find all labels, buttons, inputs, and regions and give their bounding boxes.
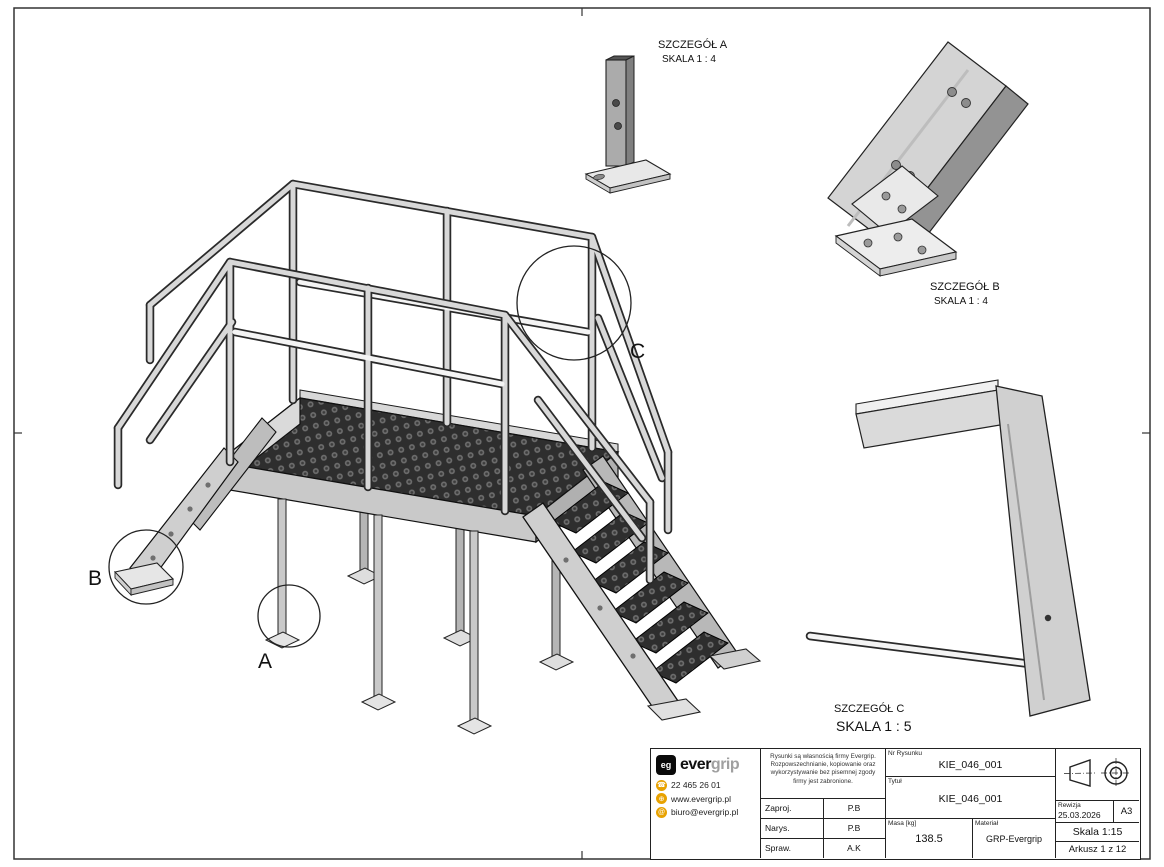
- material-cell: Materiał GRP-Evergrip: [973, 819, 1056, 858]
- spraw-label: Spraw.: [765, 843, 791, 853]
- arkusz-value: Arkusz 1 z 12: [1068, 844, 1127, 855]
- sheet-border: [13, 7, 1151, 860]
- rewizja-label: Rewizja: [1058, 802, 1081, 809]
- callout-circles: B A C: [88, 245, 645, 673]
- phone-icon: ☎: [656, 779, 667, 791]
- callout-circle-a: [257, 584, 321, 648]
- detail-c-scale: SKALA 1 : 5: [836, 718, 912, 734]
- narys-value: P.B: [847, 823, 861, 833]
- narys-label: Narys.: [765, 823, 790, 833]
- title-cell: Tytuł KIE_046_001: [886, 777, 1056, 819]
- projection-symbol-icon: [1063, 758, 1131, 788]
- tytul-label: Tytuł: [888, 778, 902, 785]
- masa-value: 138.5: [915, 833, 943, 845]
- email-icon: @: [656, 806, 667, 818]
- contact-email[interactable]: @ biuro@evergrip.pl: [651, 804, 760, 818]
- evergrip-logo-icon: eg: [656, 755, 676, 775]
- scale-cell: Skala 1:15: [1056, 823, 1139, 842]
- detail-c-title: SZCZEGÓŁ C: [834, 702, 904, 715]
- detail-a-title: SZCZEGÓŁ A: [658, 38, 728, 51]
- logo-text-grip: grip: [710, 756, 740, 773]
- callout-label-c: C: [630, 340, 645, 363]
- material-value: GRP-Evergrip: [985, 834, 1042, 844]
- globe-icon: ⊕: [656, 793, 667, 804]
- rewizja-value: 25.03.2026: [1058, 810, 1101, 820]
- revision-cell: Rewizja 25.03.2026 A3: [1056, 801, 1139, 823]
- projection-symbol-cell: [1056, 749, 1139, 801]
- drawing-number-cell: Nr Rysunku KIE_046_001: [886, 749, 1056, 777]
- phone-number: 22 465 26 01: [671, 780, 721, 790]
- zaproj-value: P.B: [847, 803, 861, 813]
- sheet-cell: Arkusz 1 z 12: [1056, 842, 1139, 858]
- callout-label-a: A: [258, 650, 272, 673]
- copyright-text: Rysunki są własnością firmy Evergrip. Ro…: [770, 753, 876, 785]
- logo-text-ever: ever: [680, 756, 711, 773]
- masa-label: Masa [kg]: [888, 820, 917, 827]
- format-value: A3: [1113, 801, 1139, 822]
- detail-b-scale: SKALA 1 : 4: [934, 296, 988, 307]
- detail-b-view: SZCZEGÓŁ B SKALA 1 : 4: [827, 41, 1029, 307]
- main-isometric-view: B A C: [88, 179, 762, 735]
- copyright-cell: Rysunki są własnością firmy Evergrip. Ro…: [761, 749, 886, 799]
- detail-a-view: SZCZEGÓŁ A SKALA 1 : 4: [584, 38, 728, 194]
- zaproj-label: Zaproj.: [765, 803, 792, 813]
- callout-circle-c: [516, 245, 632, 361]
- contact-phone: ☎ 22 465 26 01: [651, 777, 760, 791]
- sign-row-spraw: Spraw. A.K: [761, 839, 886, 858]
- sign-row-zaproj: Zaproj. P.B: [761, 799, 886, 819]
- tytul-value: KIE_046_001: [938, 793, 1003, 805]
- detail-c-view: SZCZEGÓŁ C SKALA 1 : 5: [805, 379, 1091, 734]
- contact-website[interactable]: ⊕ www.evergrip.pl: [651, 791, 760, 804]
- nr-rysunku-value: KIE_046_001: [938, 759, 1003, 771]
- mass-cell: Masa [kg] 138.5: [886, 819, 973, 858]
- left-stair-stringers: [113, 417, 277, 597]
- sign-row-narys: Narys. P.B: [761, 819, 886, 839]
- company-logo: eg evergrip: [651, 749, 760, 777]
- nr-rysunku-label: Nr Rysunku: [888, 750, 922, 757]
- title-block: eg evergrip ☎ 22 465 26 01 ⊕ www.evergri…: [650, 748, 1141, 860]
- email-address[interactable]: biuro@evergrip.pl: [671, 807, 739, 817]
- platform-front-legs: [264, 498, 493, 735]
- near-handrail: [113, 257, 655, 585]
- callout-label-b: B: [88, 567, 102, 590]
- skala-value: Skala 1:15: [1072, 826, 1123, 838]
- detail-a-scale: SKALA 1 : 4: [662, 54, 716, 65]
- spraw-value: A.K: [847, 843, 861, 853]
- detail-b-title: SZCZEGÓŁ B: [930, 280, 1000, 293]
- material-label: Materiał: [975, 820, 999, 827]
- title-block-company-cell: eg evergrip ☎ 22 465 26 01 ⊕ www.evergri…: [651, 749, 761, 858]
- callout-circle-b: [108, 529, 184, 605]
- website-url[interactable]: www.evergrip.pl: [671, 793, 731, 804]
